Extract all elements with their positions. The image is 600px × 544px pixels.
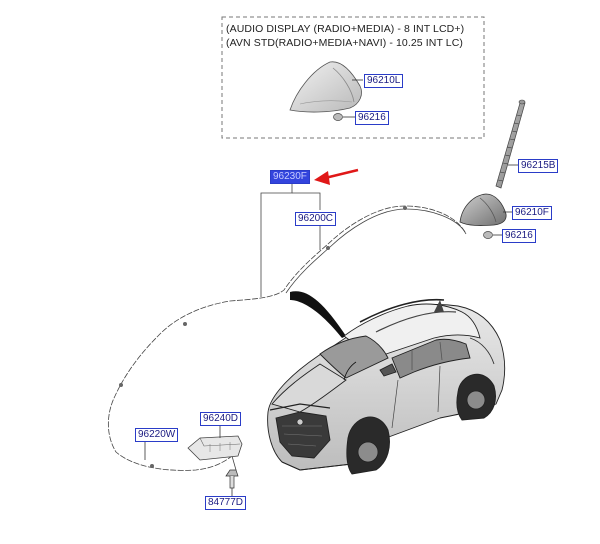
label-bracket bbox=[260, 183, 321, 297]
inset-caption-line-2: (AVN STD(RADIO+MEDIA+NAVI) - 10.25 INT L… bbox=[226, 37, 463, 49]
mounting-screw bbox=[225, 469, 239, 489]
part-label-96240d[interactable]: 96240D bbox=[200, 412, 242, 426]
screw bbox=[483, 231, 493, 239]
inset-box bbox=[221, 16, 485, 139]
cable-clip bbox=[150, 464, 154, 468]
antenna-base bbox=[459, 193, 507, 226]
antenna-amplifier bbox=[187, 435, 243, 461]
cable-clip bbox=[119, 383, 123, 387]
pointer-arrow bbox=[314, 168, 359, 185]
screw-inset bbox=[333, 113, 343, 121]
cable-clip bbox=[326, 246, 330, 250]
inset-caption-line-1: (AUDIO DISPLAY (RADIO+MEDIA) - 8 INT LCD… bbox=[226, 23, 465, 35]
part-label-84777d[interactable]: 84777D bbox=[205, 496, 247, 510]
part-label-96215b[interactable]: 96215B bbox=[518, 159, 559, 173]
part-label-96210f[interactable]: 96210F bbox=[512, 206, 552, 220]
whip-antenna bbox=[495, 99, 526, 189]
cable-clip bbox=[403, 206, 407, 210]
suv-vehicle bbox=[267, 298, 506, 475]
part-label-96210l[interactable]: 96210L bbox=[364, 74, 404, 88]
callout-wedge bbox=[290, 291, 346, 338]
cable-clip bbox=[183, 322, 187, 326]
part-label-96216-inset[interactable]: 96216 bbox=[355, 111, 389, 125]
part-label-96216[interactable]: 96216 bbox=[502, 229, 536, 243]
shark-fin-antenna-inset bbox=[289, 61, 362, 113]
part-label-96230f[interactable]: 96230F bbox=[270, 170, 310, 184]
part-label-96220w[interactable]: 96220W bbox=[135, 428, 179, 442]
part-label-96200c[interactable]: 96200C bbox=[295, 212, 337, 226]
car-roof-antenna bbox=[434, 300, 444, 312]
